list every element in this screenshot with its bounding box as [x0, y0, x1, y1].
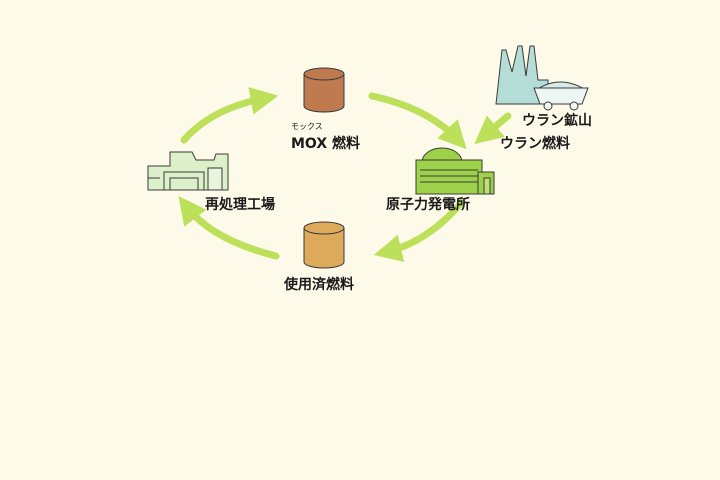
arrow-mine-to-plant [474, 112, 512, 145]
plant-dome [421, 147, 463, 163]
spent-cylinder-body [303, 227, 345, 269]
mox-fuel-ruby: モックス [291, 122, 323, 131]
arrow-reprocessing-to-mox [180, 87, 279, 144]
mox-cylinder-body [303, 73, 345, 113]
arrow-plant-to-spent [373, 198, 466, 263]
uranium-mine-label: ウラン鉱山 [522, 113, 592, 129]
spent-fuel-cylinder-icon [303, 221, 345, 269]
arrow-mox-to-plant [368, 92, 467, 150]
mox-fuel-cylinder-icon [303, 67, 345, 113]
reprocessing-plant-icon [147, 151, 229, 191]
mox-cylinder-top [303, 67, 345, 81]
uranium-mine-icon [495, 45, 589, 111]
plant-main-building [415, 159, 483, 195]
mine-cart [533, 87, 589, 105]
reprocessing-plant-label: 再処理工場 [205, 197, 275, 213]
spent-fuel-label: 使用済燃料 [284, 277, 354, 293]
power-plant-icon [415, 147, 495, 195]
spent-cylinder-top [303, 221, 345, 235]
mox-fuel-label: MOX 燃料 [291, 136, 361, 152]
arrow-spent-to-reprocessing [178, 195, 280, 260]
uranium-fuel-label: ウラン燃料 [500, 136, 570, 152]
power-plant-label: 原子力発電所 [386, 197, 470, 213]
